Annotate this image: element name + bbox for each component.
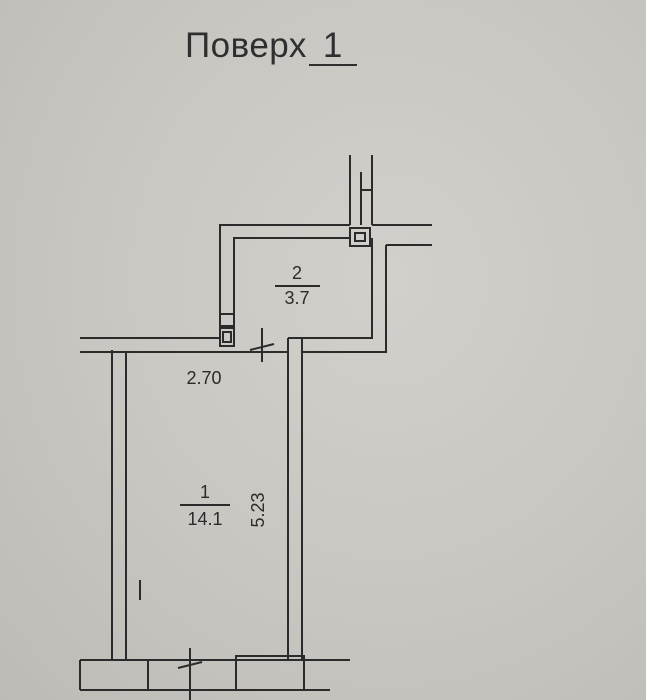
room-2-walls: [219, 155, 432, 353]
room-2-area: 3.7: [284, 288, 309, 308]
floor-title-prefix: Поверх: [185, 26, 307, 65]
wall-room2-inner-left-top: [233, 237, 350, 338]
junction-box: [349, 227, 371, 247]
column: [219, 313, 235, 347]
room-1-area: 14.1: [187, 509, 222, 529]
column-bottom: [219, 327, 235, 347]
floor-number: 1: [308, 28, 357, 66]
junction-box-inner: [354, 232, 366, 242]
dimension-length: 5.23: [248, 492, 268, 527]
bottom-wall: [79, 580, 350, 700]
dimension-width: 2.70: [186, 368, 221, 388]
tick-diagonal: [249, 343, 275, 351]
column-top: [219, 313, 235, 327]
opening-ticks: [249, 328, 275, 362]
wall-room2-right-inner: [288, 238, 373, 339]
bottom-wall-window: [235, 655, 305, 691]
wall-top-upper: [80, 325, 221, 339]
column-bottom-inner: [222, 331, 232, 343]
wall-room2-right-outer: [302, 245, 387, 353]
room-1-number: 1: [200, 482, 210, 502]
room-2-number: 2: [292, 263, 302, 283]
wall-room2-outer-left-top: [219, 224, 350, 338]
bottom-wall-tick: [177, 661, 203, 669]
